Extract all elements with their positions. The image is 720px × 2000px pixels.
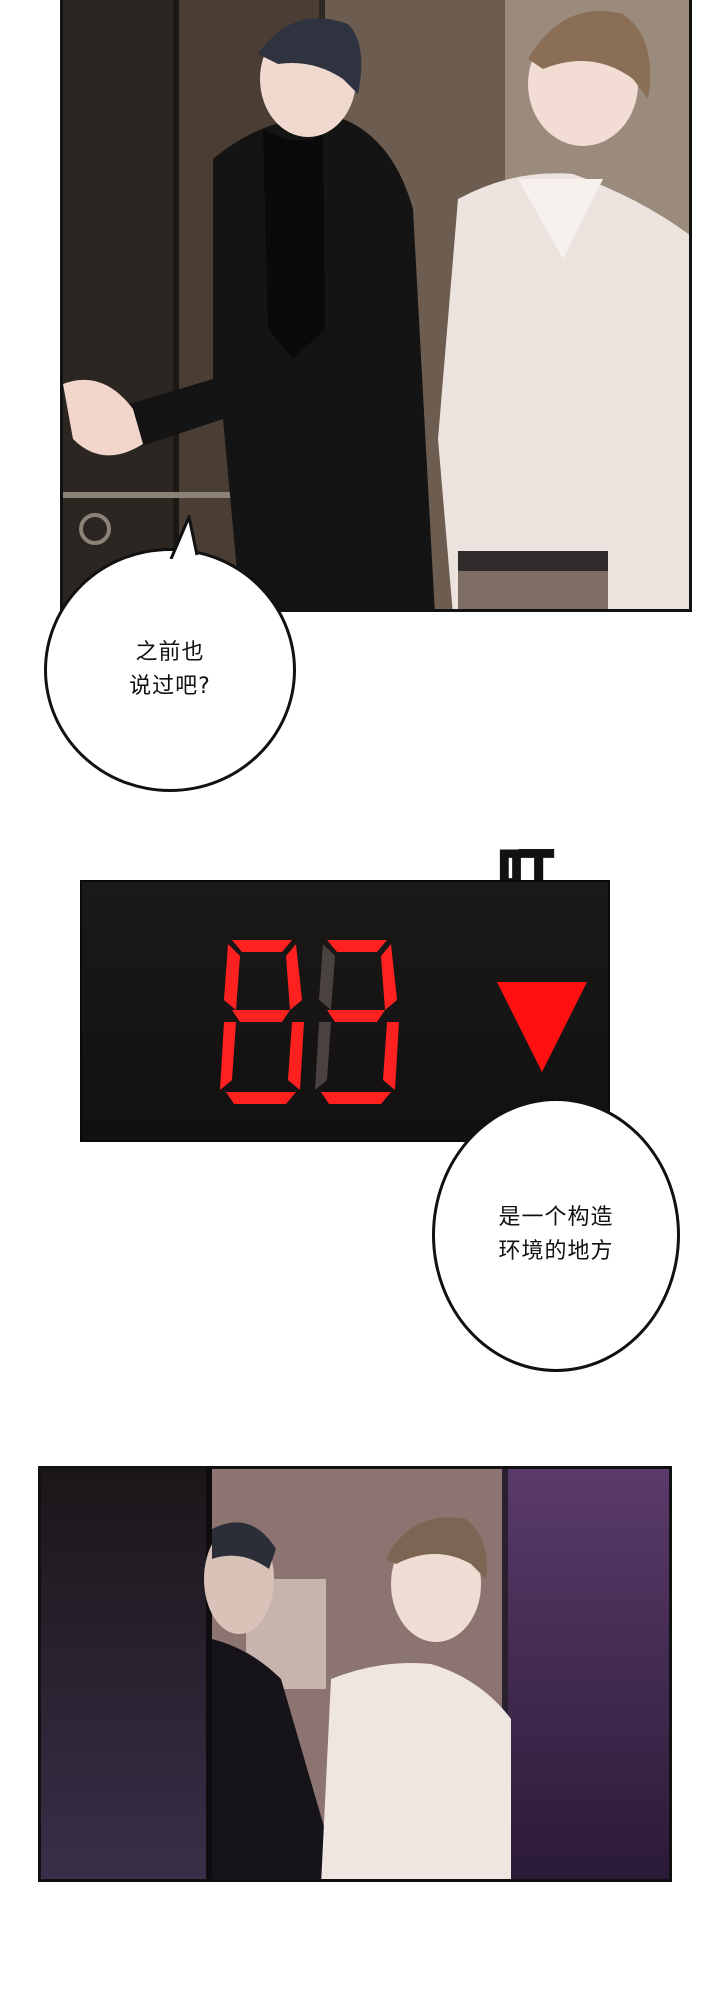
digit-3 (315, 940, 399, 1104)
bubble-2-line-1: 是一个构造 (498, 1205, 614, 1230)
comic-panel-3 (38, 1466, 672, 1882)
speech-bubble-1: 之前也 说过吧? (44, 515, 296, 792)
down-arrow-icon (497, 982, 587, 1072)
bubble-1-line-1: 之前也 (135, 640, 205, 665)
speech-bubble-2: 是一个构造 环境的地方 (432, 1098, 680, 1372)
digit-b (220, 940, 304, 1104)
elevator-floor-display (80, 880, 610, 1142)
speech-bubble-tail (169, 515, 199, 559)
seven-segment-readout (220, 940, 587, 1104)
bubble-1-line-2: 说过吧? (129, 674, 211, 699)
panel-3-illustration (41, 1469, 669, 1879)
bubble-2-line-2: 环境的地方 (498, 1239, 614, 1264)
panel-1-illustration (63, 0, 689, 609)
comic-panel-1 (60, 0, 692, 612)
